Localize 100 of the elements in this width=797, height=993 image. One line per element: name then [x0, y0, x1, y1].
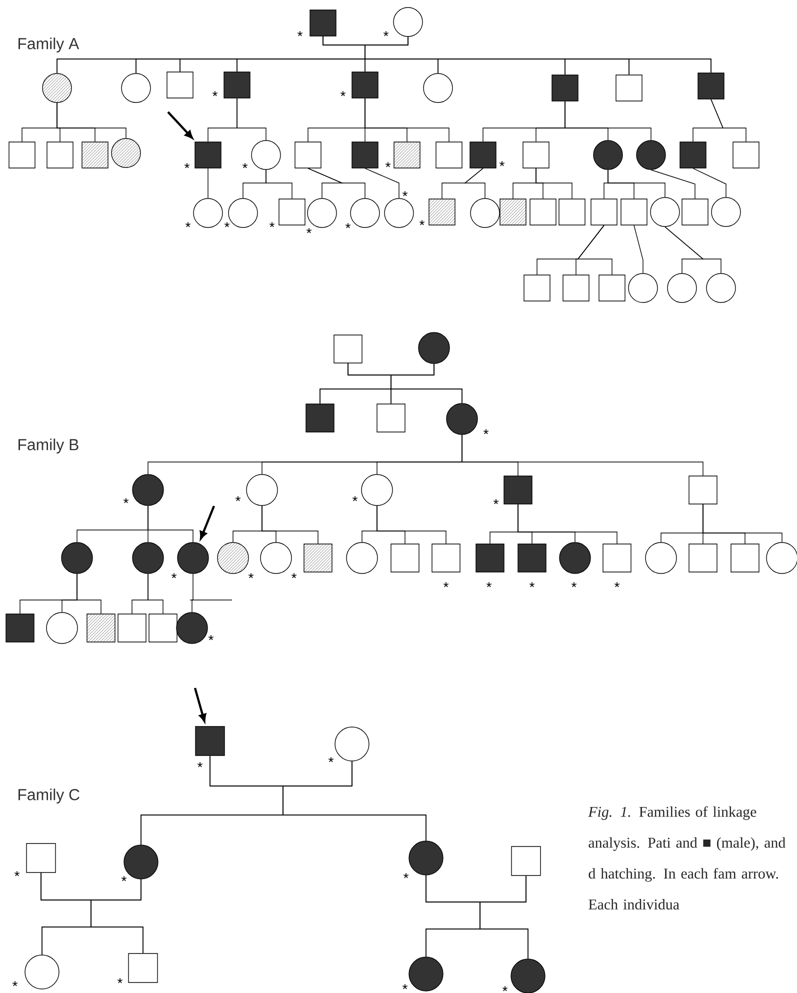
asterisk: * [328, 757, 334, 762]
square-symbol [500, 198, 526, 226]
square-symbol [26, 843, 56, 873]
descent-line [608, 170, 666, 198]
square-symbol [166, 72, 194, 98]
asterisk: * [352, 496, 358, 502]
asterisk: * [298, 31, 302, 36]
asterisk: * [270, 222, 274, 228]
asterisk: * [118, 978, 122, 984]
circle-symbol [350, 198, 380, 228]
square-symbol [82, 142, 108, 168]
descent-line [634, 225, 644, 274]
circle-symbol [246, 474, 278, 506]
proband-arrow [194, 688, 206, 722]
asterisk: * [500, 161, 504, 166]
circle-symbol [251, 140, 281, 170]
descent-line [266, 170, 292, 199]
circle-symbol [361, 474, 393, 506]
square-symbol [304, 544, 332, 572]
descent-line [518, 504, 618, 544]
asterisk: * [340, 91, 346, 96]
square-symbol [306, 404, 334, 432]
circle-symbol [46, 612, 78, 644]
family-label: Family C [18, 788, 80, 804]
asterisk: * [208, 635, 214, 640]
asterisk: * [420, 220, 424, 226]
asterisk: * [198, 762, 202, 768]
square-symbol [476, 544, 504, 572]
square-symbol [436, 142, 462, 168]
proband-arrow [200, 506, 216, 540]
asterisk: * [572, 582, 576, 588]
square-symbol [310, 10, 336, 36]
circle-symbol [593, 140, 623, 170]
asterisk: * [346, 223, 350, 228]
descent-line [480, 876, 528, 959]
asterisk: * [224, 222, 230, 228]
descent-line [376, 506, 446, 544]
circle-symbol [408, 840, 444, 876]
asterisk: * [12, 981, 18, 986]
descent-line [664, 226, 722, 274]
descent-line [564, 101, 652, 140]
circle-symbol [667, 273, 697, 303]
circle-symbol [384, 198, 414, 228]
descent-line [90, 879, 144, 954]
circle-symbol [228, 198, 258, 228]
square-symbol [278, 198, 306, 226]
circle-symbol [42, 73, 72, 103]
circle-symbol [408, 956, 444, 992]
square-symbol [504, 476, 532, 504]
square-symbol [352, 142, 378, 168]
square-symbol [590, 198, 618, 226]
descent-line [364, 98, 450, 142]
descent-line [536, 168, 572, 199]
square-symbol [552, 74, 578, 102]
square-symbol [688, 476, 718, 504]
circle-symbol [177, 542, 209, 574]
circle-symbol [645, 542, 677, 574]
square-symbol [194, 142, 222, 168]
square-symbol [598, 274, 626, 302]
circle-symbol [121, 73, 151, 103]
asterisk: * [444, 582, 448, 588]
square-symbol [390, 544, 420, 572]
circle-symbol [628, 273, 658, 303]
descent-line [702, 504, 782, 542]
square-symbol [562, 274, 590, 302]
asterisk: * [484, 429, 488, 434]
descent-line [710, 99, 746, 142]
square-symbol [524, 274, 550, 302]
square-symbol [682, 198, 708, 226]
descent-line [56, 102, 126, 138]
asterisk: * [236, 496, 240, 502]
square-symbol [698, 72, 724, 100]
square-symbol [86, 614, 116, 642]
square-symbol [46, 142, 74, 168]
circle-symbol [132, 474, 164, 506]
circle-symbol [711, 197, 741, 227]
circle-symbol [346, 542, 378, 574]
square-symbol [6, 614, 34, 642]
circle-symbol [334, 726, 370, 762]
descent-line [692, 168, 726, 198]
asterisk: * [306, 228, 312, 234]
circle-symbol [706, 273, 736, 303]
square-symbol [470, 142, 496, 168]
circle-symbol [418, 332, 450, 364]
square-symbol [148, 614, 178, 642]
descent-line [192, 574, 194, 612]
family-label: Family B [18, 438, 78, 454]
circle-symbol [24, 954, 60, 990]
circle-symbol [132, 542, 164, 574]
asterisk: * [186, 222, 190, 228]
square-symbol [334, 334, 362, 364]
asterisk: * [122, 876, 126, 882]
descent-line [308, 168, 366, 198]
descent-line [650, 170, 696, 199]
square-symbol [224, 72, 250, 98]
descent-line [462, 434, 704, 476]
descent-line [76, 574, 102, 614]
circle-symbol [470, 198, 500, 228]
asterisk: * [530, 582, 534, 588]
asterisk: * [124, 498, 128, 504]
